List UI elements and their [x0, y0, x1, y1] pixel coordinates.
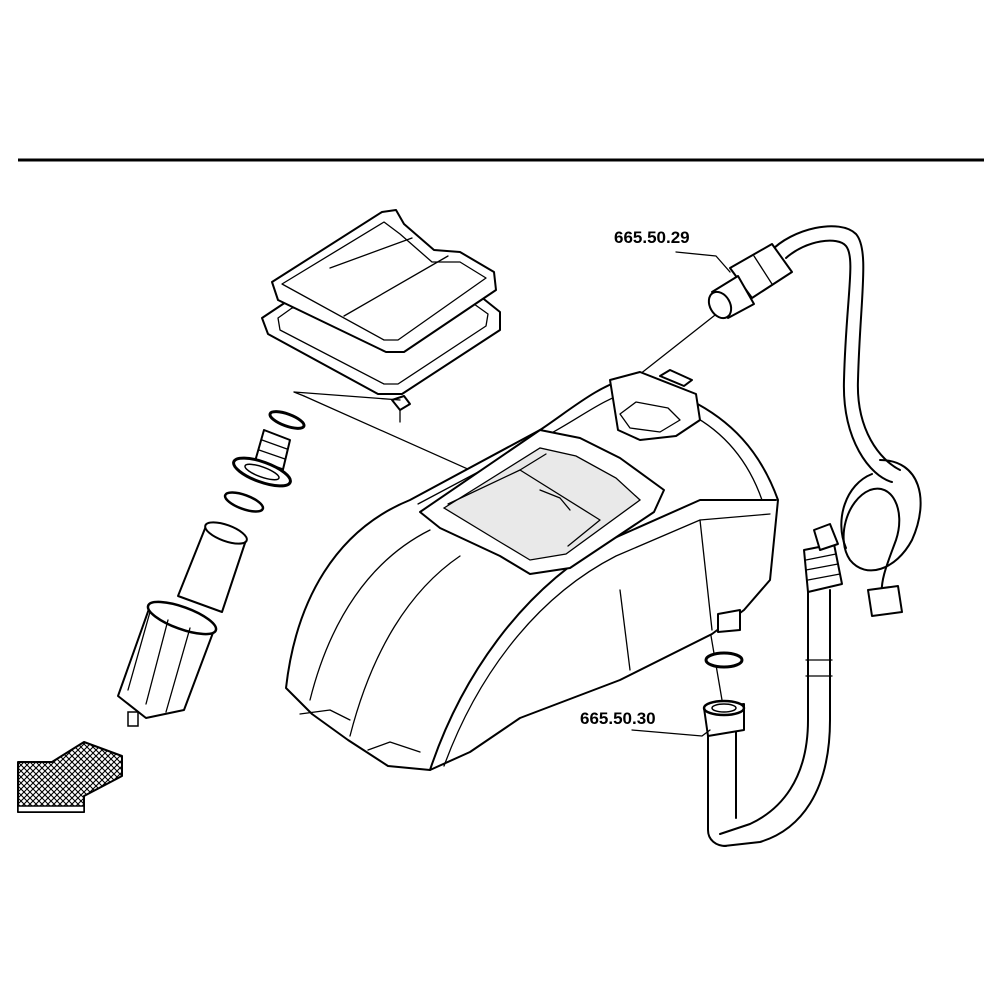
part-number-top: 665.50.29 [614, 228, 690, 247]
part-callout-top: 665.50.29 [614, 228, 731, 273]
lid-cover [271, 209, 497, 353]
hose-top-fitting [803, 543, 843, 593]
washer [223, 491, 265, 513]
o-ring-top [268, 410, 306, 430]
housing-slot [659, 369, 693, 387]
main-housing [285, 369, 779, 771]
hose-end-fitting [867, 585, 903, 617]
pump-parts-stack [117, 410, 306, 727]
lid-assembly [261, 209, 501, 423]
sealing-ring [704, 651, 744, 669]
lower-hose [702, 523, 843, 847]
upper-hose [707, 225, 922, 617]
part-number-bottom: 665.50.30 [580, 709, 656, 728]
hatched-arrow-icon [17, 741, 123, 813]
hose-loop [842, 459, 922, 597]
filter-cup-stem [127, 711, 139, 727]
lid-clip [391, 395, 411, 411]
part-callout-bottom: 665.50.30 [580, 709, 711, 737]
